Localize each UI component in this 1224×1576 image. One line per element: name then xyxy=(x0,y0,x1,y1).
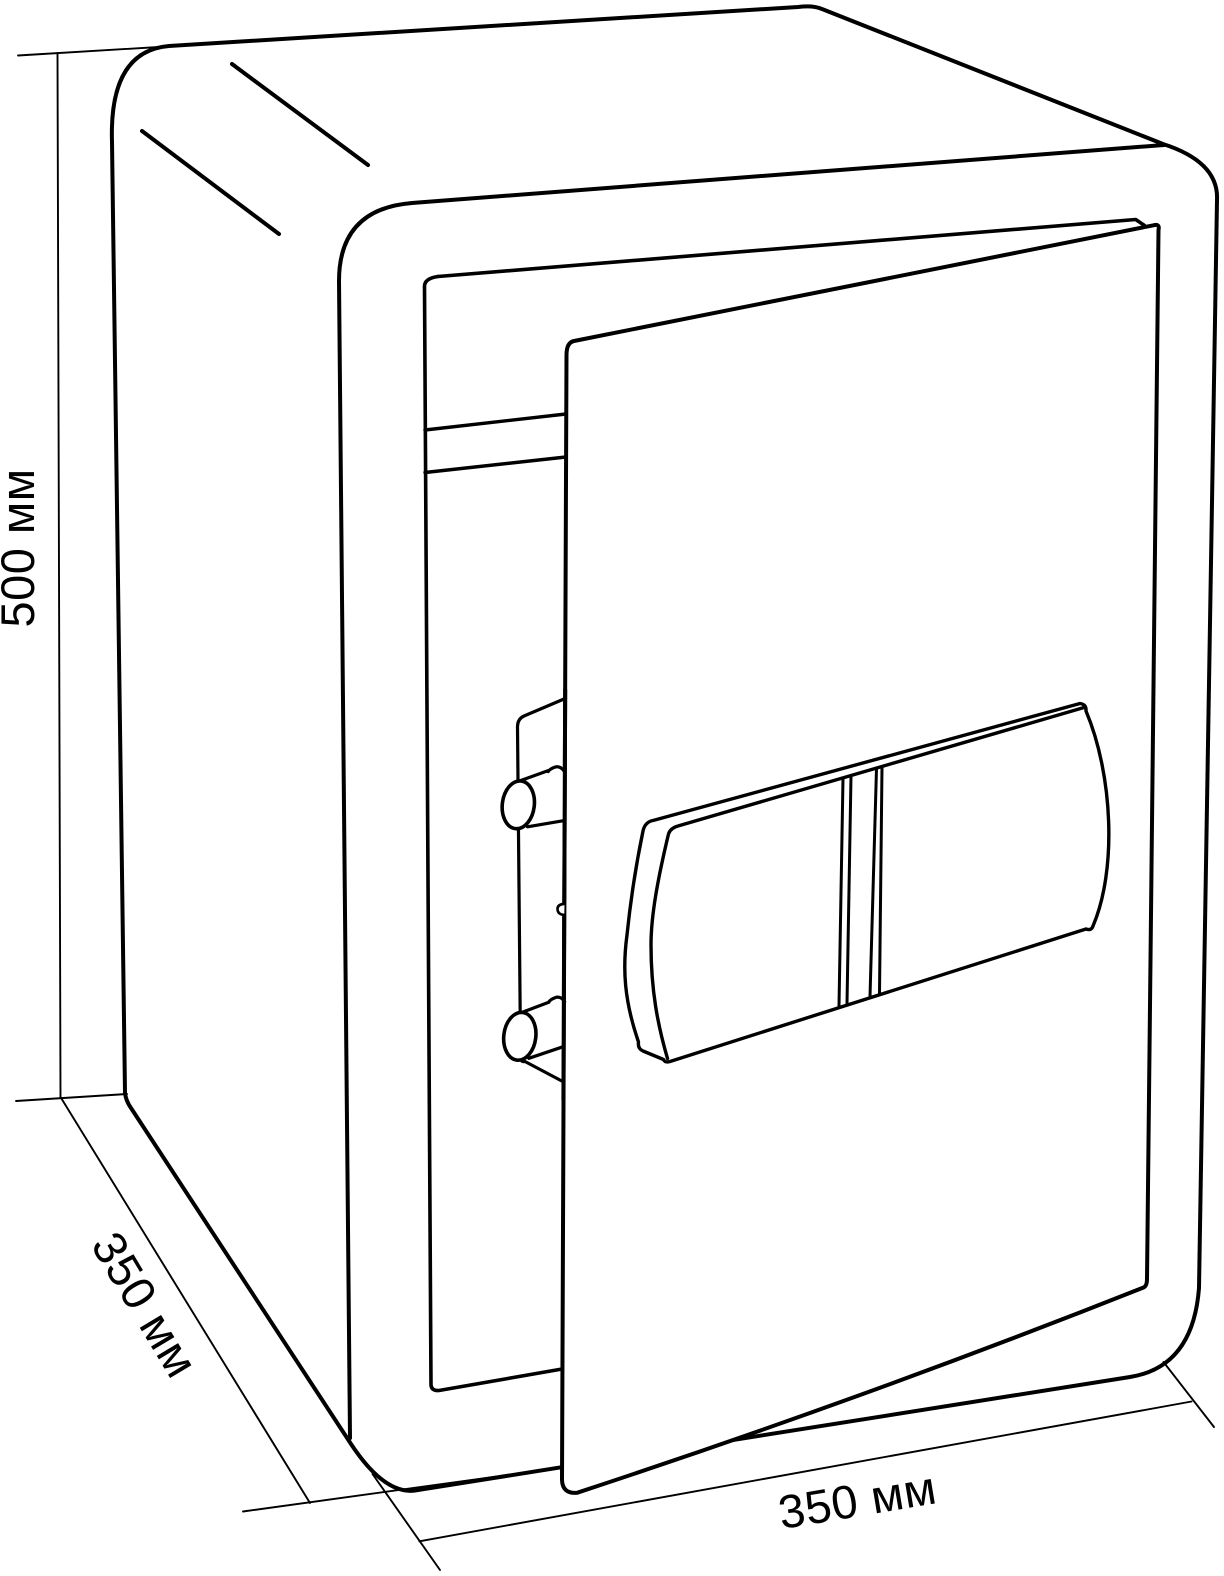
svg-text:500 мм: 500 мм xyxy=(0,468,44,627)
